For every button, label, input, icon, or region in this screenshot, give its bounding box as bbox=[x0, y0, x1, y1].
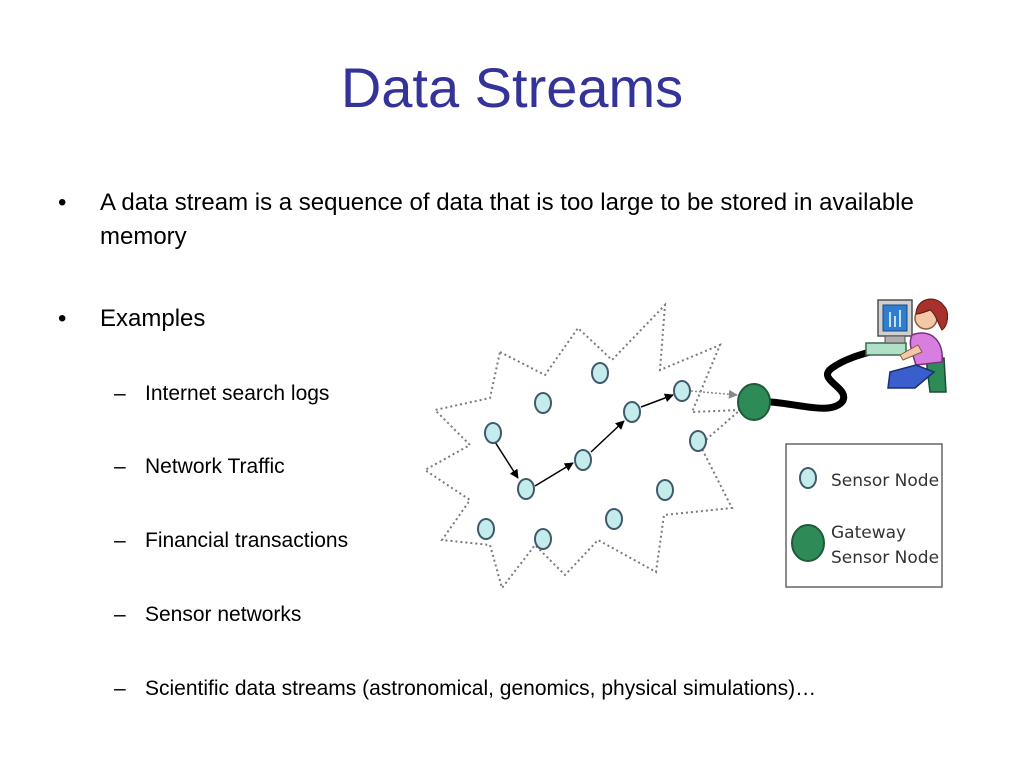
stream-arrow bbox=[534, 462, 574, 487]
sensor-node-icon bbox=[591, 362, 609, 384]
dash-glyph: – bbox=[114, 455, 126, 478]
gateway-node-icon bbox=[737, 383, 771, 421]
sensor-node-icon bbox=[574, 449, 592, 471]
user-at-computer-icon bbox=[865, 298, 949, 393]
sensor-node-icon bbox=[656, 479, 674, 501]
gateway-cable bbox=[766, 343, 889, 412]
sensor-node-icon bbox=[689, 430, 707, 452]
stream-arrow bbox=[690, 389, 738, 399]
dash-glyph: – bbox=[114, 603, 126, 626]
stream-arrow bbox=[640, 393, 674, 408]
sensor-node-icon bbox=[484, 422, 502, 444]
legend-sensor-label: Sensor Node bbox=[831, 471, 939, 491]
dash-glyph: – bbox=[114, 382, 126, 405]
dash-glyph: – bbox=[114, 529, 126, 552]
example-text: Internet search logs bbox=[145, 382, 330, 405]
sensor-node-icon bbox=[477, 518, 495, 540]
sensor-nodes bbox=[477, 362, 707, 550]
bullet-glyph: • bbox=[58, 189, 67, 216]
dash-glyph: – bbox=[114, 677, 126, 700]
sensor-node-icon bbox=[673, 380, 691, 402]
sensor-node-icon bbox=[517, 478, 535, 500]
sensor-node-icon bbox=[605, 508, 623, 530]
legend: Sensor Node Gateway Sensor Node bbox=[785, 443, 943, 588]
sensor-node-icon bbox=[623, 401, 641, 423]
stream-arrow bbox=[494, 441, 519, 479]
example-text: Sensor networks bbox=[145, 603, 302, 626]
example-text: Scientific data streams (astronomical, g… bbox=[145, 677, 817, 700]
bullet-glyph: • bbox=[58, 305, 67, 332]
bullet-text: Examples bbox=[100, 305, 206, 332]
sensor-node-icon bbox=[534, 528, 552, 550]
bullet-text: A data stream is a sequence of data that… bbox=[100, 189, 914, 250]
gateway-node-icon bbox=[791, 524, 825, 562]
sensor-node-icon bbox=[534, 392, 552, 414]
example-text: Network Traffic bbox=[145, 455, 285, 478]
legend-gateway-label-line2: Sensor Node bbox=[831, 548, 939, 568]
legend-box bbox=[785, 443, 943, 588]
network-boundary bbox=[423, 302, 743, 591]
stream-arrow bbox=[590, 420, 625, 453]
example-text: Financial transactions bbox=[145, 529, 349, 552]
legend-gateway-label-line1: Gateway bbox=[831, 523, 906, 543]
sensor-node-icon bbox=[799, 467, 817, 489]
slide-title: Data Streams bbox=[340, 56, 684, 119]
